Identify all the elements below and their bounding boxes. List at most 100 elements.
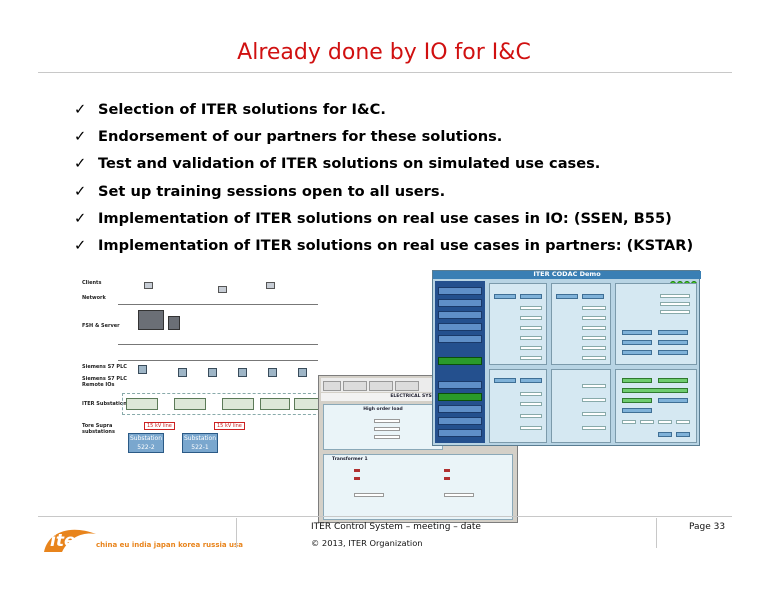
slide-title: Already done by IO for I&C (237, 40, 531, 65)
iter-logo-icon (44, 529, 96, 552)
nav-button (438, 429, 482, 437)
nav-button (438, 417, 482, 425)
iter-substations-label: ITER Substations (82, 401, 130, 407)
bullet-text: Endorsement of our partners for these so… (98, 128, 503, 146)
members-tagline: china eu india japan korea russia usa (96, 541, 243, 549)
iter-substation-box (126, 398, 158, 410)
nav-button (438, 323, 482, 331)
value-cell (520, 306, 542, 310)
codac-group-panel (615, 369, 697, 443)
bullet-item: ✓ Implementation of ITER solutions on rea… (74, 205, 693, 232)
panel-button (520, 294, 542, 299)
panel-button (658, 398, 688, 403)
bullet-item: ✓Set up training sessions open to all us… (74, 178, 693, 205)
value-field (374, 427, 400, 431)
panel-button (556, 294, 578, 299)
panel-button (676, 432, 690, 437)
panel-button (658, 350, 688, 355)
panel-title: Transformer 1 (332, 457, 368, 462)
value-field (374, 435, 400, 439)
check-icon: ✓ (74, 101, 87, 118)
bullet-text: Set up training sessions open to all use… (98, 182, 446, 200)
value-cell (582, 426, 606, 430)
codac-demo-screenshot: ITER CODAC Demo (432, 270, 701, 446)
plc-icon (138, 365, 147, 374)
substation-522-2: Substation 522-2 (128, 433, 164, 453)
value-cell (520, 392, 542, 396)
nav-button-green (438, 357, 482, 365)
bullet-text: Selection of ITER solutions for I&C. (98, 101, 386, 118)
value-cell (520, 326, 542, 330)
status-indicator (444, 477, 450, 480)
iter-substation-box (222, 398, 254, 410)
panel-button (622, 340, 652, 345)
codac-group-panel (551, 283, 611, 365)
codac-title-bar: ITER CODAC Demo (433, 270, 701, 287)
plc-icon (268, 368, 277, 377)
nav-button (438, 311, 482, 319)
bullet-item: ✓Endorsement of our partners for these s… (74, 123, 693, 150)
nav-button (438, 299, 482, 307)
value-cell (582, 356, 606, 360)
value-field (374, 419, 400, 423)
nav-button-green (438, 393, 482, 401)
value-cell (640, 420, 654, 424)
value-cell (520, 316, 542, 320)
fsh-servers-label: FSH & Server (82, 323, 120, 329)
remote-ios-label: Siemens S7 PLC Remote IOs (82, 376, 127, 388)
server-rack-icon (138, 310, 164, 330)
panel-button (622, 330, 652, 335)
bullet-item: ✓Implementation of ITER solutions on rea… (74, 232, 693, 259)
codac-group-panel (551, 369, 611, 443)
value-cell (582, 412, 606, 416)
hmi-tab (343, 381, 367, 391)
bullet-list: ✓Selection of ITER solutions for I&C. ✓E… (74, 96, 693, 259)
value-cell (676, 420, 690, 424)
value-cell (582, 398, 606, 402)
plc-icon (178, 368, 187, 377)
footer-meeting-text: ITER Control System – meeting – date (311, 522, 481, 532)
hmi-tab (369, 381, 393, 391)
kv-line-label: 15 kV line (144, 422, 175, 430)
bullet-text: Test and validation of ITER solutions on… (98, 155, 601, 173)
codac-group-panel (615, 283, 697, 365)
value-cell (660, 302, 690, 306)
bullet-text: Implementation of ITER solutions on real… (98, 237, 694, 255)
panel-button (658, 432, 672, 437)
value-cell (622, 420, 636, 424)
value-cell (582, 306, 606, 310)
value-cell (520, 346, 542, 350)
plc-icon (298, 368, 307, 377)
plc-label: Siemens S7 PLC (82, 364, 127, 370)
panel-button-green (622, 398, 652, 403)
desktop-icon (266, 282, 275, 289)
substation-522-1: Substation 522-1 (182, 433, 218, 453)
electrical-systems-screenshot: ELECTRICAL SYSTEMS High order load Trans… (318, 375, 518, 523)
bullet-text: Implementation of ITER solutions on real… (98, 209, 672, 227)
check-icon: ✓ (74, 155, 87, 173)
value-cell (660, 310, 690, 314)
footer-separator (656, 518, 657, 548)
network-diagram-image: Clients Network FSH & Server Siemens S7 … (78, 268, 328, 458)
value-cell (582, 326, 606, 330)
footer-divider (38, 516, 732, 517)
bullet-item: ✓ Test and validation of ITER solutions o… (74, 150, 693, 177)
transformer-panel: Transformer 1 (323, 454, 513, 520)
field-bus (118, 360, 318, 361)
panel-button (622, 408, 652, 413)
iter-logo-text: iter (50, 531, 84, 551)
panel-button-green (658, 378, 688, 383)
value-cell (582, 336, 606, 340)
panel-button (494, 294, 516, 299)
nav-button (438, 287, 482, 295)
status-indicator (354, 477, 360, 480)
title-divider (38, 72, 732, 73)
iter-substation-box (260, 398, 290, 410)
panel-button (520, 378, 542, 383)
check-icon: ✓ (74, 209, 87, 227)
desktop-icon (218, 286, 227, 293)
bullet-item: ✓ Selection of ITER solutions for I&C. (74, 96, 693, 123)
hmi-header: ELECTRICAL SYSTEMS (321, 393, 515, 401)
panel-button (622, 350, 652, 355)
codac-group-panel (489, 369, 547, 443)
